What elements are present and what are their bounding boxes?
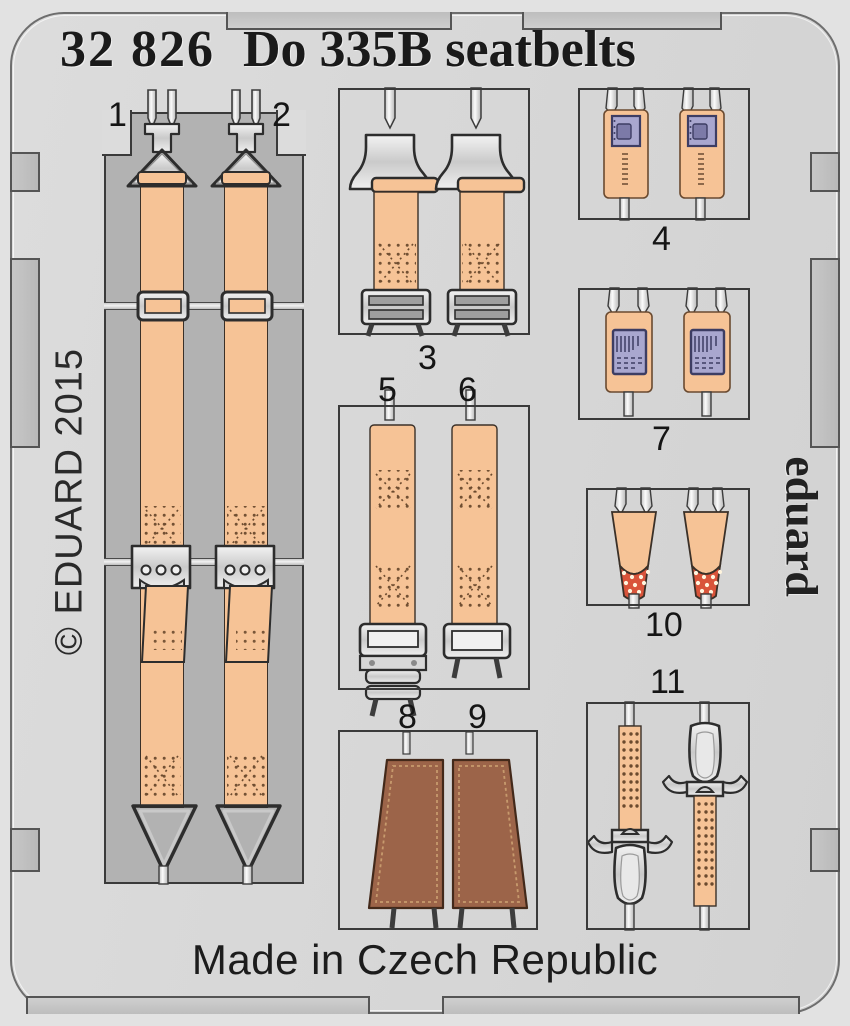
part-group-8-9: [338, 730, 538, 930]
edge-tab-right-middle: [810, 258, 840, 448]
catalog-number: 32 826: [60, 21, 215, 78]
edge-tab-right-bottom: [810, 828, 840, 872]
shoulder-strap-2: [224, 182, 268, 808]
part-group-11: [586, 702, 750, 930]
part-number-5: 5: [378, 371, 397, 409]
part-number-1: 1: [108, 96, 127, 134]
part-number-10: 10: [645, 606, 683, 644]
sprue-bar-horizontal-2: [104, 558, 304, 566]
part-number-8: 8: [398, 698, 417, 736]
made-in-label: Made in Czech Republic: [191, 936, 659, 983]
part-number-4: 4: [652, 220, 671, 258]
group-1-2-notch-left: [102, 110, 132, 156]
product-name: Do 335B seatbelts: [243, 21, 636, 78]
part-group-1-2: [104, 112, 304, 884]
part-group-3: [338, 88, 530, 335]
part-group-7: [578, 288, 750, 420]
part-group-5-6: [338, 405, 530, 690]
edge-tab-right-top: [810, 152, 840, 192]
brand-logo: eduard: [776, 456, 828, 597]
part-number-3: 3: [418, 339, 437, 377]
part-number-9: 9: [468, 698, 487, 736]
part-group-10: [586, 488, 750, 606]
part-number-11: 11: [650, 663, 686, 701]
sheet-title: 32 826 Do 335B seatbelts: [60, 20, 800, 79]
edge-tab-bottom-left: [26, 996, 370, 1014]
edge-tab-top-right: [522, 12, 722, 30]
group-1-2-notch-right: [276, 110, 306, 156]
edge-tab-left-top: [10, 152, 40, 192]
sprue-bar-horizontal-1: [104, 302, 304, 310]
edge-tab-bottom-right: [442, 996, 800, 1014]
part-number-2: 2: [272, 96, 291, 134]
part-number-7: 7: [652, 420, 671, 458]
edge-tab-left-middle: [10, 258, 40, 448]
edge-tab-top-left: [226, 12, 452, 30]
copyright-notice: © EDUARD 2015: [48, 347, 91, 656]
part-group-4: [578, 88, 750, 220]
edge-tab-left-bottom: [10, 828, 40, 872]
part-number-6: 6: [458, 371, 477, 409]
shoulder-strap-1: [140, 182, 184, 808]
